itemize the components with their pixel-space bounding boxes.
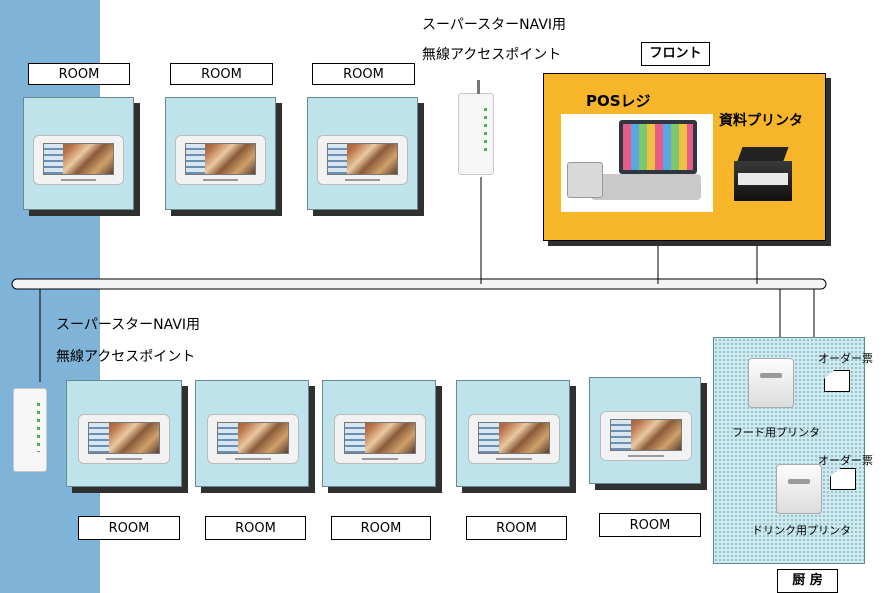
tablet-icon [317,135,408,185]
front-area: POSレジ 資料プリンタ [543,73,826,241]
room-label-top-2: ROOM [170,63,273,85]
room-panel-bottom-4 [456,380,570,487]
room-label-bottom-2: ROOM [205,516,306,540]
data-printer-icon [734,147,792,201]
tablet-icon [33,135,124,185]
food-printer-label: フード用プリンタ [732,426,820,439]
room-label-bottom-5: ROOM [599,513,701,537]
tablet-icon [207,414,299,464]
ap-caption-bottom-line1: スーパースターNAVI用 [56,317,201,333]
drink-printer-icon [776,464,822,514]
access-point-top [458,80,494,175]
tablet-icon [468,414,560,464]
room-panel-bottom-3 [322,380,436,487]
room-label-bottom-3: ROOM [331,516,431,540]
kitchen-title: 厨 房 [777,569,838,593]
ap-caption-top-line2: 無線アクセスポイント [422,47,562,63]
access-point-bottom [13,388,47,472]
tablet-icon [600,411,692,461]
kitchen-area: オーダー票 フード用プリンタ オーダー票 ドリンク用プリンタ [713,337,873,564]
tablet-icon [78,414,170,464]
room-panel-top-1 [23,97,134,210]
room-label-top-3: ROOM [312,63,415,85]
room-panel-bottom-1 [66,380,182,487]
antenna-icon [477,80,480,94]
order-ticket-icon [830,468,856,490]
pos-register-icon [561,114,713,212]
room-panel-bottom-5 [589,377,701,484]
order-ticket-icon [824,370,850,392]
room-panel-bottom-2 [195,380,309,487]
tablet-icon [334,414,426,464]
tablet-icon [175,135,266,185]
room-label-bottom-1: ROOM [78,516,180,540]
pos-label: POSレジ [586,92,651,110]
room-panel-top-2 [165,97,276,210]
room-label-bottom-4: ROOM [466,516,567,540]
order-ticket-label-1: オーダー票 [818,352,873,365]
front-title: フロント [641,42,710,66]
ap-caption-top-line1: スーパースターNAVI用 [422,17,567,33]
room-panel-top-3 [307,97,418,210]
food-printer-icon [748,358,794,408]
network-backbone [11,278,827,290]
ap-caption-bottom-line2: 無線アクセスポイント [56,349,196,365]
order-ticket-label-2: オーダー票 [818,454,873,467]
drink-printer-label: ドリンク用プリンタ [752,524,851,537]
data-printer-label: 資料プリンタ [719,113,803,129]
room-label-top-1: ROOM [28,63,130,85]
